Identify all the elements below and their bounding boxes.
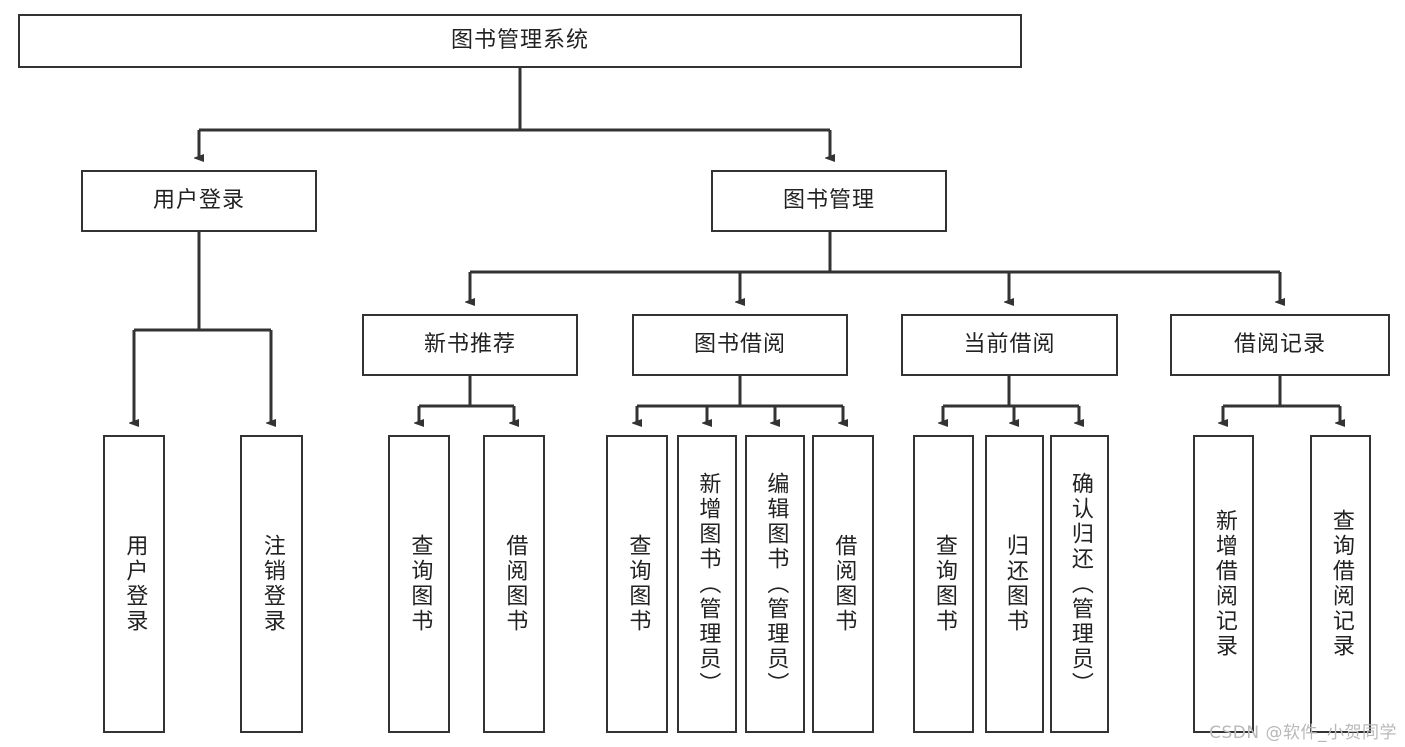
node-leaf-query-book-1[interactable]: 查询图书: [388, 435, 450, 733]
node-leaf-add-record[interactable]: 新增借阅记录: [1193, 435, 1254, 733]
node-book-borrow-label: 图书借阅: [693, 331, 786, 357]
node-leaf-query-book-1-label: 查询图书: [407, 534, 433, 634]
node-leaf-query-record-label: 查询借阅记录: [1328, 509, 1354, 659]
node-leaf-borrow-book-1-label: 借阅图书: [502, 534, 528, 634]
node-leaf-query-book-2-label: 查询图书: [625, 534, 651, 634]
node-leaf-add-book[interactable]: 新增图书（管理员）: [677, 435, 737, 733]
node-leaf-add-book-label: 新增图书（管理员）: [695, 471, 721, 697]
node-leaf-return-book[interactable]: 归还图书: [985, 435, 1044, 733]
node-leaf-user-login-label: 用户登录: [122, 534, 148, 634]
node-user-login-label: 用户登录: [152, 187, 245, 213]
node-leaf-borrow-book-2-label: 借阅图书: [831, 534, 857, 634]
node-leaf-add-record-label: 新增借阅记录: [1211, 509, 1237, 659]
node-root-label: 图书管理系统: [450, 27, 589, 53]
node-leaf-confirm-return[interactable]: 确认归还（管理员）: [1050, 435, 1109, 733]
node-leaf-query-record[interactable]: 查询借阅记录: [1310, 435, 1371, 733]
node-current-borrow-label: 当前借阅: [963, 331, 1056, 357]
node-leaf-borrow-book-2[interactable]: 借阅图书: [812, 435, 874, 733]
node-book-manage[interactable]: 图书管理: [711, 170, 947, 232]
node-leaf-query-book-2[interactable]: 查询图书: [606, 435, 668, 733]
node-book-manage-label: 图书管理: [782, 187, 875, 213]
node-leaf-logout[interactable]: 注销登录: [240, 435, 303, 733]
node-leaf-user-login[interactable]: 用户登录: [103, 435, 165, 733]
node-current-borrow[interactable]: 当前借阅: [901, 314, 1118, 376]
node-user-login[interactable]: 用户登录: [81, 170, 317, 232]
node-leaf-query-book-3[interactable]: 查询图书: [913, 435, 974, 733]
watermark-text: CSDN @软件_小贺同学: [1209, 723, 1397, 743]
node-new-book-rec[interactable]: 新书推荐: [362, 314, 578, 376]
node-borrow-record-label: 借阅记录: [1233, 331, 1326, 357]
node-root-system[interactable]: 图书管理系统: [18, 14, 1022, 68]
node-leaf-confirm-return-label: 确认归还（管理员）: [1067, 471, 1093, 697]
node-leaf-logout-label: 注销登录: [259, 534, 285, 634]
node-leaf-edit-book[interactable]: 编辑图书（管理员）: [745, 435, 805, 733]
node-leaf-query-book-3-label: 查询图书: [931, 534, 957, 634]
node-new-book-rec-label: 新书推荐: [423, 331, 516, 357]
node-book-borrow[interactable]: 图书借阅: [632, 314, 848, 376]
node-leaf-edit-book-label: 编辑图书（管理员）: [763, 471, 789, 697]
node-leaf-borrow-book-1[interactable]: 借阅图书: [483, 435, 545, 733]
node-leaf-return-book-label: 归还图书: [1002, 534, 1028, 634]
node-borrow-record[interactable]: 借阅记录: [1170, 314, 1390, 376]
